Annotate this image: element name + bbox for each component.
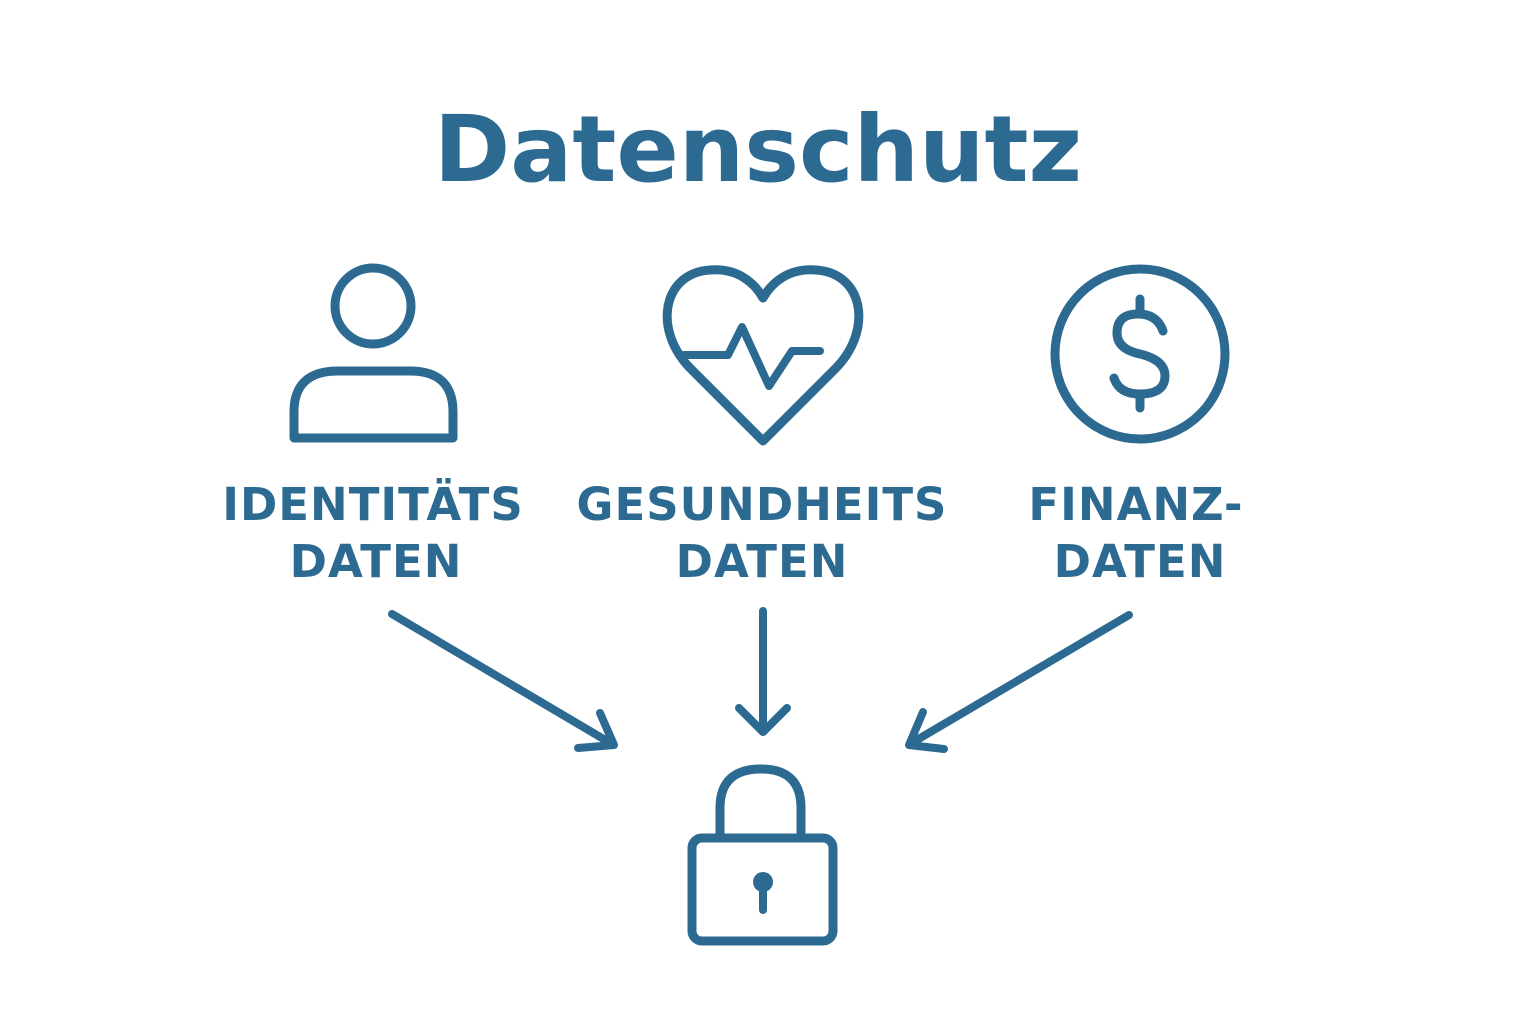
arrow-health-to-lock	[735, 607, 791, 736]
heart-pulse-icon	[662, 265, 864, 446]
arrow-identity-to-lock	[388, 610, 618, 752]
category-label-line: GESUNDHEITS	[577, 478, 948, 531]
diagram-title: Datenschutz	[434, 96, 1082, 203]
category-label-line: DATEN	[290, 535, 463, 588]
padlock-icon	[687, 764, 838, 946]
category-label-health: GESUNDHEITS DATEN	[577, 478, 948, 588]
arrow-finance-to-lock	[905, 611, 1133, 753]
category-label-finance: FINANZ- DATEN	[1028, 478, 1243, 588]
category-label-line: DATEN	[676, 535, 849, 588]
category-label-line: DATEN	[1054, 535, 1227, 588]
category-label-line: IDENTITÄTS	[222, 478, 524, 531]
dollar-coin-icon	[1050, 264, 1230, 444]
person-icon	[289, 263, 458, 443]
category-label-identity: IDENTITÄTS DATEN	[222, 478, 524, 588]
category-label-line: FINANZ-	[1028, 478, 1243, 531]
